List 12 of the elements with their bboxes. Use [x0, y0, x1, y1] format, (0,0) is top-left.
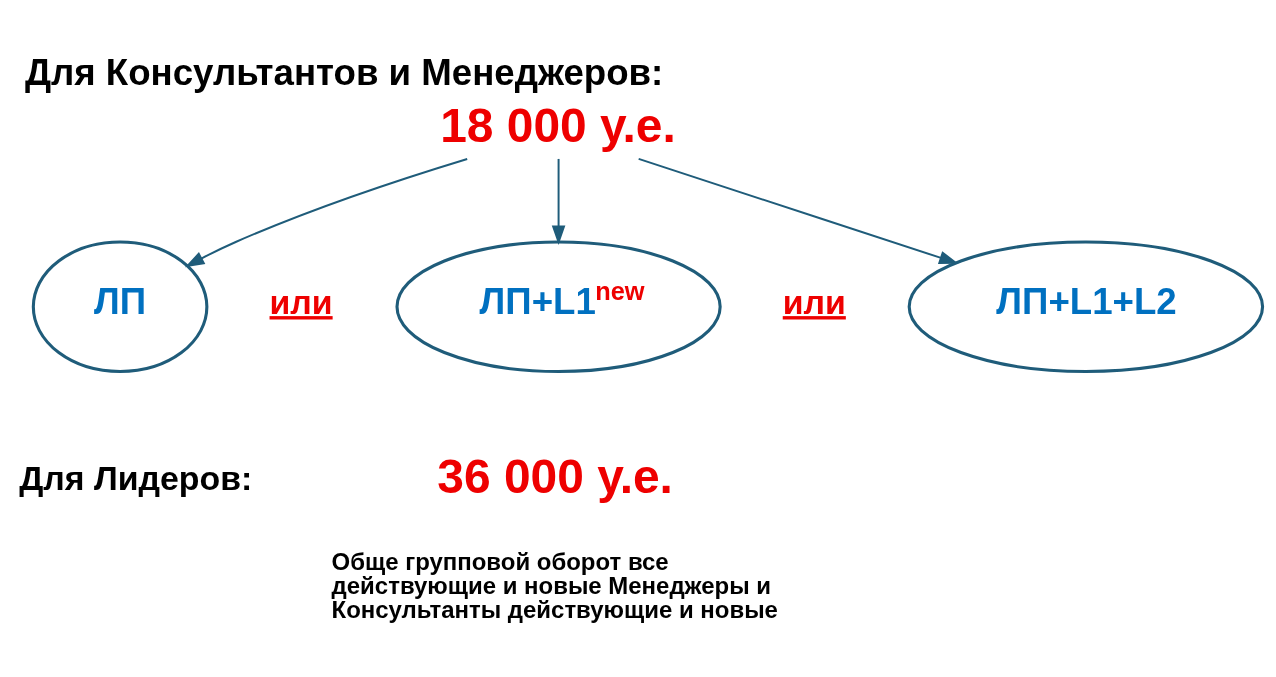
label: Для Лидеров: [19, 458, 253, 497]
label: Обще групповой оборот все действующие и новые Менеджеры и Консультанты действующие и новые [331, 547, 778, 623]
arrow [551, 157, 566, 245]
arrow [184, 157, 469, 268]
label: или [269, 283, 333, 322]
node-ellipse: ЛП+L1+L2 [907, 240, 1265, 374]
label: или [782, 283, 846, 322]
diagram-title: Для Консультантов и Менеджеров: [24, 52, 664, 94]
node-text: 18 000 у.е. [440, 99, 676, 153]
label: 36 000 у.е. [437, 450, 673, 504]
arrow [637, 157, 959, 265]
node-ellipse: ЛП+L1$^{new}$ [395, 240, 722, 374]
